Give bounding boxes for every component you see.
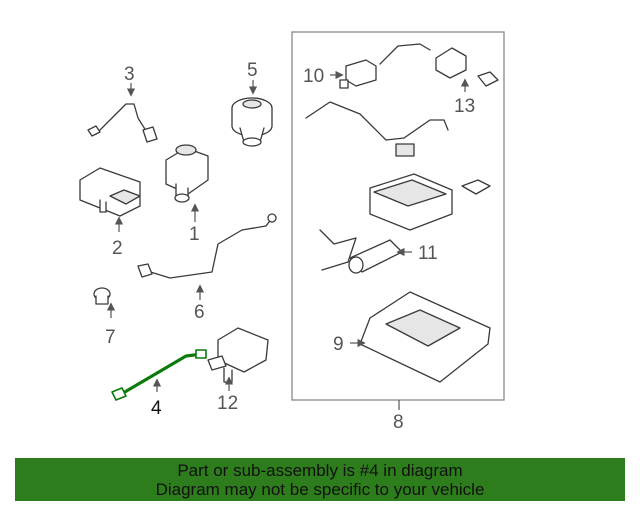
evap-canister[interactable] [369, 173, 491, 231]
callout-4[interactable]: 4 [151, 398, 162, 419]
callout-11[interactable]: 11 [418, 243, 438, 264]
part-5-egr-valve[interactable] [231, 97, 273, 147]
part-3-sensor-harness[interactable] [87, 103, 158, 143]
info-banner: Part or sub-assembly is #4 in diagram Di… [15, 458, 625, 501]
hose-assembly-mid[interactable] [305, 101, 449, 157]
hose-top[interactable] [379, 43, 431, 65]
parts-diagram: 8 3 2 5 1 6 [79, 31, 505, 433]
callout-6[interactable]: 6 [194, 302, 205, 323]
part-13-purge-valve[interactable] [435, 47, 499, 87]
callout-5[interactable]: 5 [247, 60, 258, 81]
part-7-plug[interactable] [93, 287, 111, 305]
part-4-oxygen-sensor[interactable] [111, 349, 207, 401]
callout-12[interactable]: 12 [217, 393, 238, 414]
callout-13[interactable]: 13 [454, 96, 475, 117]
banner-line-1: Part or sub-assembly is #4 in diagram [177, 461, 463, 480]
callout-2[interactable]: 2 [112, 238, 123, 259]
assembly-8-box [291, 31, 505, 401]
callout-9[interactable]: 9 [333, 334, 344, 355]
callout-7[interactable]: 7 [105, 327, 116, 348]
callout-3[interactable]: 3 [124, 64, 135, 85]
callout-8[interactable]: 8 [393, 412, 404, 433]
part-2-sensor-module[interactable] [79, 167, 141, 217]
callout-10[interactable]: 10 [303, 66, 324, 87]
part-9-shield[interactable] [359, 291, 491, 383]
part-10-vent-solenoid[interactable] [339, 59, 377, 89]
part-12-solenoid-bracket[interactable] [207, 327, 269, 383]
part-11-filter[interactable] [348, 239, 403, 274]
banner-line-2: Diagram may not be specific to your vehi… [155, 480, 485, 499]
tube-left[interactable] [319, 229, 357, 271]
part-1-vacuum-solenoid[interactable] [165, 144, 209, 203]
callout-1[interactable]: 1 [189, 224, 200, 245]
part-6-tube[interactable] [137, 213, 277, 279]
